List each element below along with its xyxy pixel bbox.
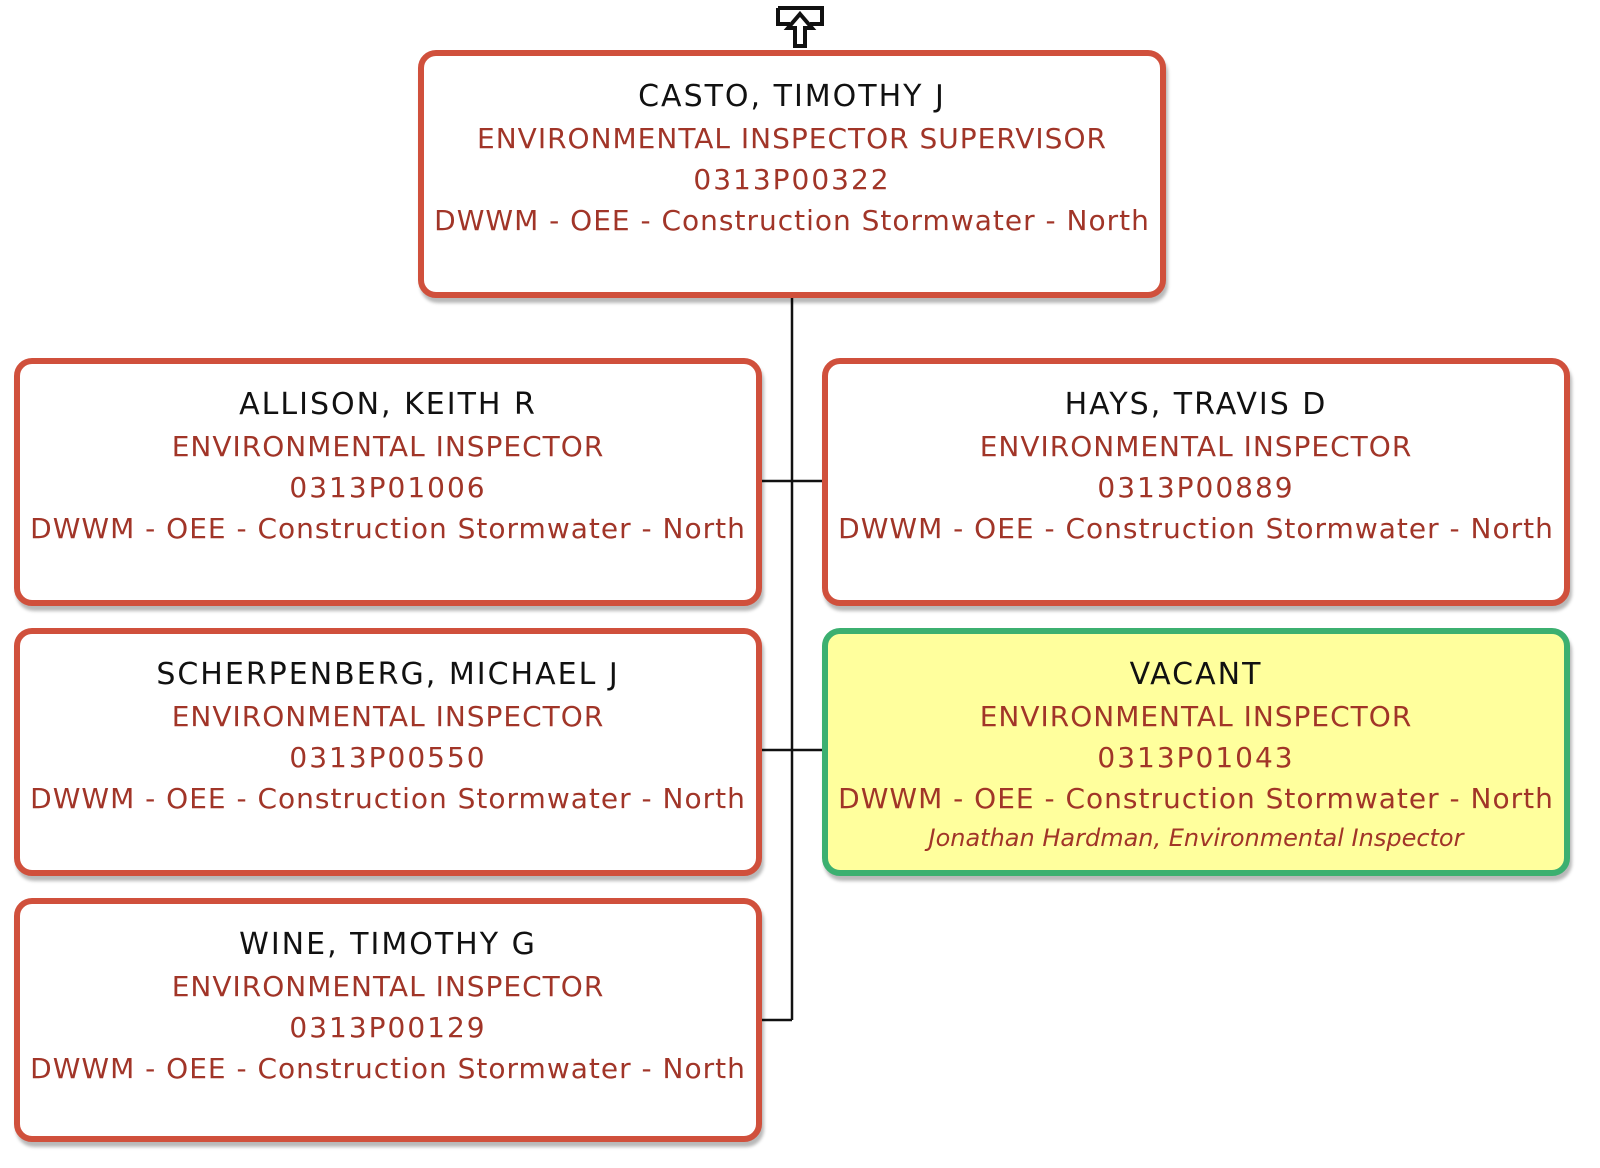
node-report-wine[interactable]: WINE, TIMOTHY G ENVIRONMENTAL INSPECTOR … <box>14 898 762 1142</box>
node-position-number: 0313P00550 <box>289 741 487 774</box>
node-acting-note: Jonathan Hardman, Environmental Inspecto… <box>928 824 1464 852</box>
node-unit: DWWM - OEE - Construction Stormwater - N… <box>30 1052 746 1085</box>
node-position-number: 0313P00322 <box>693 163 891 196</box>
node-job-title: ENVIRONMENTAL INSPECTOR SUPERVISOR <box>477 122 1107 155</box>
up-arrow-icon[interactable] <box>776 4 824 50</box>
node-unit: DWWM - OEE - Construction Stormwater - N… <box>30 782 746 815</box>
node-job-title: ENVIRONMENTAL INSPECTOR <box>171 430 605 463</box>
node-position-number: 0313P00129 <box>289 1011 487 1044</box>
node-name: SCHERPENBERG, MICHAEL J <box>156 657 620 692</box>
node-unit: DWWM - OEE - Construction Stormwater - N… <box>838 512 1554 545</box>
node-name: VACANT <box>1129 657 1263 692</box>
node-supervisor[interactable]: CASTO, TIMOTHY J ENVIRONMENTAL INSPECTOR… <box>418 50 1166 298</box>
up-arrow-icon-glyph <box>776 6 824 48</box>
node-name: HAYS, TRAVIS D <box>1064 387 1328 422</box>
node-position-number: 0313P01006 <box>289 471 487 504</box>
node-name: ALLISON, KEITH R <box>239 387 537 422</box>
node-report-allison[interactable]: ALLISON, KEITH R ENVIRONMENTAL INSPECTOR… <box>14 358 762 606</box>
node-report-vacant[interactable]: VACANT ENVIRONMENTAL INSPECTOR 0313P0104… <box>822 628 1570 876</box>
node-position-number: 0313P00889 <box>1097 471 1295 504</box>
node-report-scherpenberg[interactable]: SCHERPENBERG, MICHAEL J ENVIRONMENTAL IN… <box>14 628 762 876</box>
node-unit: DWWM - OEE - Construction Stormwater - N… <box>434 204 1150 237</box>
node-unit: DWWM - OEE - Construction Stormwater - N… <box>30 512 746 545</box>
node-name: WINE, TIMOTHY G <box>239 927 537 962</box>
node-job-title: ENVIRONMENTAL INSPECTOR <box>979 700 1413 733</box>
node-name: CASTO, TIMOTHY J <box>638 79 946 114</box>
node-job-title: ENVIRONMENTAL INSPECTOR <box>979 430 1413 463</box>
node-position-number: 0313P01043 <box>1097 741 1295 774</box>
node-job-title: ENVIRONMENTAL INSPECTOR <box>171 700 605 733</box>
node-job-title: ENVIRONMENTAL INSPECTOR <box>171 970 605 1003</box>
node-unit: DWWM - OEE - Construction Stormwater - N… <box>838 782 1554 815</box>
node-report-hays[interactable]: HAYS, TRAVIS D ENVIRONMENTAL INSPECTOR 0… <box>822 358 1570 606</box>
